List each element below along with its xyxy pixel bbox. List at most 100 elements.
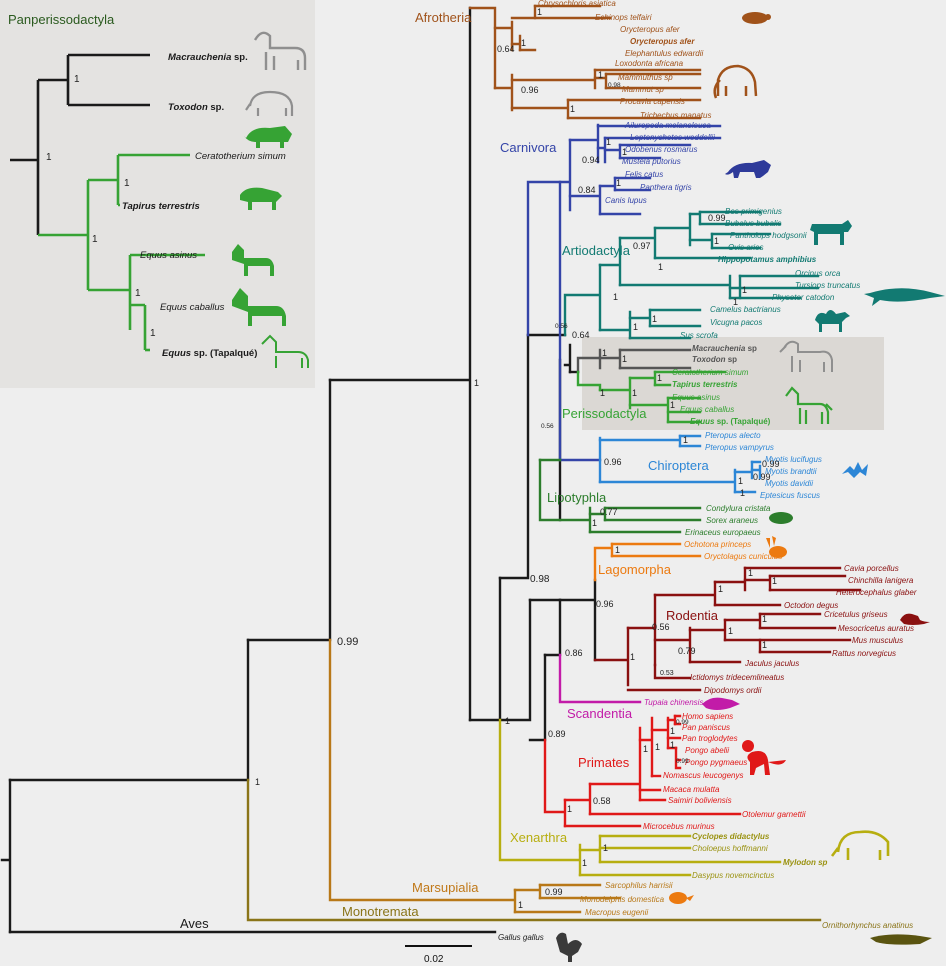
support-value: 0.56	[541, 423, 554, 430]
donkey-icon	[232, 244, 274, 276]
primates-branches	[543, 714, 742, 828]
taxon-label: Chrysochloris asiatica	[538, 0, 616, 8]
support-value: 1	[622, 147, 627, 157]
clade-label-rodentia: Rodentia	[666, 608, 719, 623]
taxon-label: Camelus bactrianus	[710, 305, 781, 314]
taxon-label: Loxodonta africana	[615, 59, 684, 68]
support-value: 1	[633, 322, 638, 332]
taxon-label: Ovis aries	[728, 243, 764, 252]
support-value: 1	[748, 568, 753, 578]
taxon-label: Mammuthus sp	[618, 73, 673, 82]
support-value: 1	[658, 262, 663, 272]
support-value: 0.84	[578, 185, 596, 195]
horse-outline-icon	[261, 334, 309, 368]
support-value: 0.79	[678, 646, 696, 656]
horse-icon	[232, 288, 286, 326]
taxon-label: Chinchilla lanigera	[848, 576, 914, 585]
taxon-label: Otolemur garnettii	[742, 810, 806, 819]
taxon-label: Mus musculus	[852, 636, 903, 645]
support-value: 1	[655, 742, 660, 752]
marsupialia-branches	[328, 638, 622, 914]
toxodon-icon	[245, 90, 294, 116]
platypus-icon	[870, 934, 932, 945]
taxon-label: Saimiri boliviensis	[668, 796, 732, 805]
taxon-label: Equus caballus	[680, 405, 734, 414]
taxon-label: Orycteropus afer	[620, 25, 680, 34]
taxon-label: Mustela putorius	[622, 157, 681, 166]
xenarthra-branches	[498, 718, 782, 877]
taxon-label: Tursiops truncatus	[795, 281, 860, 290]
artiodactyla-branches	[563, 210, 820, 340]
support-value: 1	[652, 314, 657, 324]
support-value: 0.96	[604, 457, 622, 467]
scandentia-branches	[558, 653, 642, 704]
inset-taxon: Toxodon sp.	[168, 102, 224, 113]
support-value: 0.94	[582, 155, 600, 165]
taxon-label: Myotis davidii	[765, 479, 813, 488]
taxon-label: Cricetulus griseus	[824, 610, 888, 619]
taxon-label: Ceratotherium simum	[672, 368, 749, 377]
rodentia-branches	[593, 566, 862, 692]
support-value: 0.64	[497, 44, 515, 54]
lipotyphla-branches	[538, 458, 702, 534]
taxon-label: Myotis brandtii	[765, 467, 817, 476]
taxon-label: Panthera tigris	[640, 183, 692, 192]
support-value: 0.77	[600, 507, 618, 517]
support-value: 0.56	[652, 622, 670, 632]
clade-label-lipotyphla: Lipotyphla	[547, 490, 607, 505]
afrotheria-branches	[468, 4, 702, 120]
taxon-label: Nomascus leucogenys	[663, 771, 743, 780]
support-value: 1	[615, 545, 620, 555]
taxon-label: Physeter catodon	[772, 293, 835, 302]
clade-label-artiodactyla: Artiodactyla	[562, 243, 631, 258]
support-value: 1	[622, 354, 627, 364]
support-value: 0.99	[676, 758, 689, 765]
support-value: 1	[567, 804, 572, 814]
taxon-label: Orycteropus afer	[630, 37, 695, 46]
tenrec-icon	[742, 12, 771, 24]
support-value: 1	[505, 716, 510, 726]
inset-taxon: Equus sp. (Tapalqué)	[162, 348, 257, 359]
taxon-label: Procavia capensis	[620, 97, 685, 106]
support-value: 0.56	[555, 323, 568, 330]
support-value: 0.58	[593, 796, 611, 806]
tapir-icon	[240, 187, 282, 210]
taxon-label: Vicugna pacos	[710, 318, 762, 327]
taxon-label: Heterocephalus glaber	[836, 588, 917, 597]
support-value: 1	[521, 38, 526, 48]
taxon-label: Tupaia chinensis	[644, 698, 703, 707]
support-value: 1	[670, 740, 675, 750]
support-value: 1	[255, 777, 260, 787]
scale-bar-label: 0.02	[424, 954, 444, 965]
taxon-label: Bubalus bubalis	[725, 219, 781, 228]
support-value: 1	[602, 348, 607, 358]
taxon-label: Dasypus novemcinctus	[692, 871, 774, 880]
support-value: 1	[613, 292, 618, 302]
support-value: 0.99	[753, 472, 771, 482]
support-value: 1	[630, 652, 635, 662]
taxon-label: Sorex araneus	[706, 516, 758, 525]
taxon-label: Mammut sp	[622, 85, 664, 94]
rhino-icon	[244, 126, 292, 148]
support-value: 1	[150, 328, 156, 339]
support-value: 1	[772, 576, 777, 586]
support-value: 0.96	[596, 599, 614, 609]
taxon-label: Erinaceus europaeus	[685, 528, 761, 537]
support-value: 1	[46, 152, 52, 163]
support-value: 0.89	[548, 729, 566, 739]
taxon-label: Orcinus orca	[795, 269, 841, 278]
support-value: 1	[474, 378, 479, 388]
sloth-icon	[830, 830, 890, 860]
taxon-label: Equus asinus	[672, 393, 720, 402]
support-value: 1	[740, 488, 745, 498]
taxon-label: Cavia porcellus	[844, 564, 899, 573]
support-value: 1	[74, 74, 80, 85]
taxon-label: Sus scrofa	[680, 331, 718, 340]
clade-label-scandentia: Scandentia	[567, 706, 633, 721]
taxon-label: Rattus norvegicus	[832, 649, 896, 658]
support-value: 1	[714, 236, 719, 246]
support-value: 0.99	[545, 887, 563, 897]
taxon-label: Dipodomys ordii	[704, 686, 762, 695]
inset-taxon: Tapirus terrestris	[122, 201, 200, 212]
